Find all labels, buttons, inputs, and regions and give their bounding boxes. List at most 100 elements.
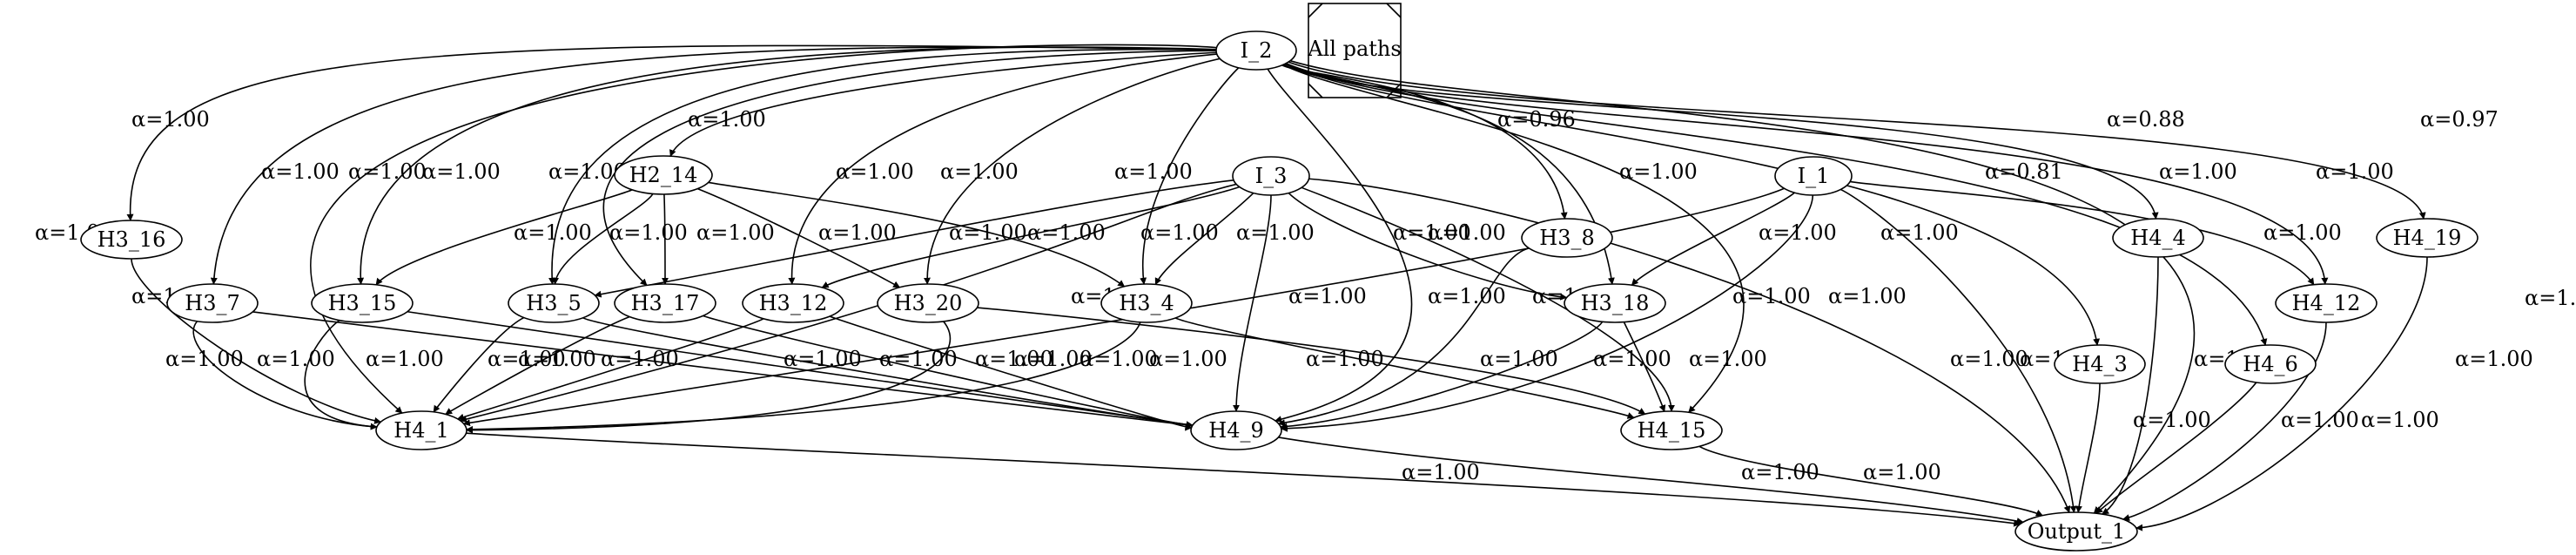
node-h2-14: H2_14	[614, 155, 713, 195]
edge-weight-label: α=1.00	[2159, 159, 2237, 184]
edge-H317-H41: α=1.00	[445, 315, 630, 416]
edge-weight-label: α=1.00	[1880, 220, 1959, 245]
edge-I2-H312: α=1.00	[788, 53, 1217, 285]
edge-line	[548, 48, 1217, 285]
edge-weight-label: α=1.00	[1689, 347, 1767, 371]
edge-line	[1277, 247, 1530, 427]
edge-line	[2102, 256, 2159, 515]
edge-H320-H41: α=1.00	[466, 321, 1093, 434]
edge-H318-H415: α=1.00	[1623, 321, 1767, 412]
edge-weight-label: α=1.00	[1288, 284, 1367, 308]
edge-I2-H46: α=1.00	[1285, 63, 2268, 346]
node-label: H4_4	[2130, 226, 2185, 250]
node-shape	[1232, 156, 1310, 196]
edge-I2-H419: α=0.97	[1288, 61, 2499, 220]
node-label: H3_4	[1119, 291, 1174, 315]
edge-weight-label: α=1.00	[422, 159, 501, 184]
edge-H43-Out: α=1.00	[2075, 382, 2211, 513]
node-h3-8: H3_8	[1521, 218, 1613, 258]
node-shape	[614, 155, 713, 195]
edge-weight-label: α=1.00	[1014, 347, 1093, 371]
node-h3-15: H3_15	[311, 283, 414, 323]
edge-I3-H35: α=1.00	[594, 179, 1234, 298]
edge-weight-label: α=1.00	[1480, 347, 1558, 371]
edge-H415-Out: α=1.00	[1698, 445, 2043, 517]
node-h3-12: H3_12	[742, 283, 844, 323]
node-h4-19: H4_19	[2376, 218, 2478, 258]
edge-H214-H317: α=1.00	[661, 193, 775, 285]
edge-line	[1154, 192, 1254, 286]
node-label: H3_17	[631, 291, 700, 315]
edge-H41-Out: α=1.00	[466, 432, 2021, 527]
edge-weight-label: α=1.00	[1732, 284, 1811, 308]
node-shape	[1100, 283, 1193, 323]
edge-H35-H49: α=1.00	[582, 317, 1194, 429]
node-shape	[1521, 218, 1613, 258]
edge-weight-label: α=1.00	[1950, 347, 2028, 371]
edge-weight-label: α=0.88	[2107, 107, 2185, 132]
edge-I2-H412: α=1.00	[1285, 62, 2394, 285]
node-shape	[166, 283, 259, 323]
node-h4-15: H4_15	[1620, 410, 1723, 450]
node-h3-7: H3_7	[166, 283, 259, 323]
node-h4-9: H4_9	[1190, 410, 1282, 450]
node-label: H2_14	[629, 163, 698, 187]
edge-weight-label: α=1.00	[1140, 220, 1219, 245]
edge-line	[466, 321, 1141, 433]
edge-line	[445, 315, 630, 416]
edge-line	[821, 186, 1241, 288]
edge-weight-label: α=1.00	[1428, 220, 1506, 245]
edge-line	[1623, 321, 1666, 412]
edge-line	[552, 193, 654, 285]
node-shape	[877, 283, 979, 323]
edge-line	[1278, 437, 2024, 525]
edge-weight-label: α=0.97	[2420, 107, 2499, 132]
edge-weight-label: α=1.00	[836, 159, 914, 184]
edge-I2-H415: α=1.00	[1282, 64, 1959, 413]
edge-line	[1284, 63, 2101, 346]
edge-line	[669, 51, 1217, 157]
edge-line	[456, 318, 764, 421]
node-h4-4: H4_4	[2112, 218, 2204, 258]
edge-weight-label: α=1.00	[609, 220, 688, 245]
legend-frame	[1308, 3, 1402, 98]
node-h4-3: H4_3	[2054, 344, 2146, 384]
edge-line	[1285, 63, 2268, 346]
edge-weight-label: α=1.00	[688, 107, 766, 132]
node-label: H3_8	[1539, 226, 1594, 250]
edge-weight-label: α=1.00	[548, 159, 627, 184]
edge-line	[310, 44, 1217, 414]
edge-line	[708, 181, 1126, 288]
node-label: H4_12	[2292, 291, 2361, 315]
legend-label: All paths	[1307, 37, 1401, 61]
edge-H46-Out: α=1.00	[2095, 382, 2359, 514]
edge-line	[923, 58, 1221, 285]
edge-weight-label: α=1.00	[2361, 408, 2439, 432]
edge-weight-label: α=1.00	[2133, 408, 2211, 432]
node-label: H3_20	[894, 291, 963, 315]
node-h3-4: H3_4	[1100, 283, 1193, 323]
node-h4-12: H4_12	[2275, 283, 2378, 323]
edge-weight-label: α=1.00	[2263, 220, 2342, 245]
edge-H214-H34: α=1.00	[708, 181, 1126, 288]
node-shape	[2376, 218, 2478, 258]
edge-weight-label: α=1.00	[488, 347, 566, 371]
edge-I2-H416: α=1.00	[126, 44, 1217, 221]
edge-line	[1308, 178, 2071, 513]
edge-line	[407, 310, 1194, 429]
node-label: H4_3	[2072, 352, 2127, 376]
edge-H315-H41: α=1.00	[257, 319, 378, 430]
edge-weight-label: α=1.00	[1402, 460, 1480, 484]
edge-weight-label: α=1.00	[348, 159, 427, 184]
edge-H312-H41: α=1.00	[456, 318, 764, 421]
edge-line	[1282, 64, 1745, 413]
edge-I3-H49: α=1.00	[1233, 194, 1367, 412]
edge-weight-label: α=1.00	[261, 159, 340, 184]
node-h3-5: H3_5	[508, 283, 600, 323]
edge-line	[697, 187, 901, 288]
edge-line	[1288, 192, 1568, 301]
edge-I3-H312: α=1.00	[821, 186, 1241, 288]
edge-I1-H412: α=1.00	[1849, 180, 2342, 286]
edge-line	[1282, 64, 2159, 220]
